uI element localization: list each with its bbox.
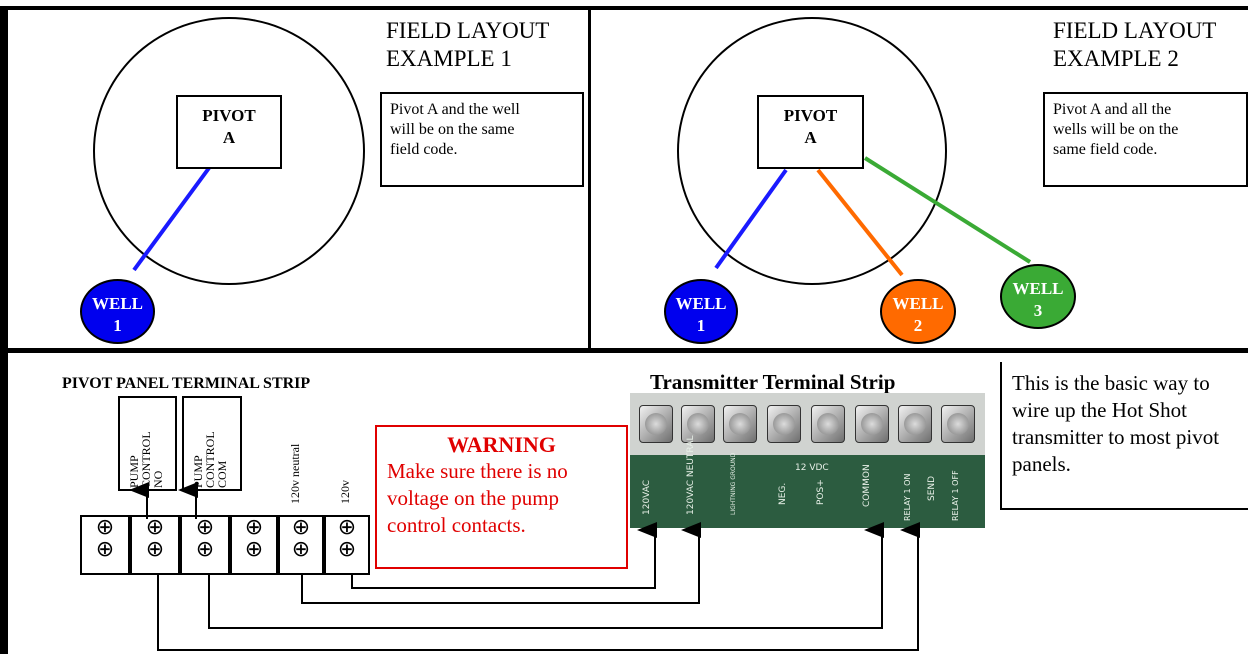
pivot-terminal-3: ⊕⊕ bbox=[180, 515, 230, 575]
outer-border-left bbox=[0, 6, 8, 654]
warning-text: Make sure there is no voltage on the pum… bbox=[387, 459, 568, 537]
wire-pump-no bbox=[157, 522, 920, 651]
terminal-screw-icon: ⊕ bbox=[244, 515, 264, 540]
well-3-line bbox=[863, 156, 1032, 264]
screw-icon bbox=[898, 405, 932, 443]
field-layout-1-note: Pivot A and the well will be on the same… bbox=[380, 92, 584, 187]
well-2-circle: WELL 2 bbox=[880, 279, 956, 344]
field-circle-2 bbox=[677, 17, 947, 285]
wire-120v-hot bbox=[351, 522, 657, 589]
transmitter-title: Transmitter Terminal Strip bbox=[650, 370, 896, 394]
pivot-panel-title: PIVOT PANEL TERMINAL STRIP bbox=[62, 375, 311, 392]
terminal-screw-icon: ⊕ bbox=[337, 537, 357, 562]
pivot-terminal-4: ⊕⊕ bbox=[230, 515, 278, 575]
field-circle-1 bbox=[93, 17, 365, 285]
pump-control-no-box bbox=[118, 396, 177, 491]
well-1-circle: WELL 1 bbox=[80, 279, 155, 344]
screw-icon bbox=[767, 405, 801, 443]
pivot-terminal-1: ⊕⊕ bbox=[80, 515, 130, 575]
well-1-line bbox=[132, 166, 211, 272]
screw-icon bbox=[681, 405, 715, 443]
pivot-a-box-2: PIVOT A bbox=[757, 95, 864, 169]
well-1-circle-2: WELL 1 bbox=[664, 279, 738, 344]
field-layout-1-title: FIELD LAYOUT EXAMPLE 1 bbox=[386, 18, 550, 71]
screw-icon bbox=[639, 405, 673, 443]
terminal-screw-icon: ⊕ bbox=[145, 537, 165, 562]
terminal-screw-icon: ⊕ bbox=[291, 537, 311, 562]
screw-icon bbox=[723, 405, 757, 443]
terminal-screw-icon: ⊕ bbox=[95, 537, 115, 562]
well-1-line-2 bbox=[714, 168, 788, 270]
screw-icon bbox=[811, 405, 845, 443]
transmitter-terminal-photo: 120VAC 120VAC NEUTRAL LIGHTNING GROUND N… bbox=[630, 393, 985, 528]
vertical-divider bbox=[588, 6, 591, 350]
terminal-screw-icon: ⊕ bbox=[145, 515, 165, 540]
wire-120v-neutral bbox=[301, 522, 701, 604]
screw-icon bbox=[941, 405, 975, 443]
pivot-terminal-6: ⊕⊕ bbox=[324, 515, 370, 575]
pivot-a-box-1: PIVOT A bbox=[176, 95, 282, 169]
basic-wiring-note: This is the basic way to wire up the Hot… bbox=[1000, 362, 1248, 510]
field-layout-2-note: Pivot A and all the wells will be on the… bbox=[1043, 92, 1248, 187]
warning-box: WARNING Make sure there is no voltage on… bbox=[375, 425, 628, 569]
pump-control-com-box bbox=[182, 396, 242, 491]
pivot-terminal-2: ⊕⊕ bbox=[130, 515, 180, 575]
pivot-terminal-5: ⊕⊕ bbox=[278, 515, 324, 575]
terminal-screw-icon: ⊕ bbox=[195, 537, 215, 562]
well-3-circle: WELL 3 bbox=[1000, 264, 1076, 329]
wire-pump-com bbox=[208, 522, 884, 629]
terminal-screw-icon: ⊕ bbox=[95, 515, 115, 540]
tx-label-12vdc: 12 VDC bbox=[795, 463, 829, 473]
terminal-screw-icon: ⊕ bbox=[244, 537, 264, 562]
top-border bbox=[0, 6, 1248, 10]
well-2-line bbox=[816, 168, 904, 277]
terminal-screw-icon: ⊕ bbox=[337, 515, 357, 540]
warning-title: WARNING bbox=[447, 432, 556, 457]
middle-divider bbox=[0, 348, 1248, 353]
terminal-screw-icon: ⊕ bbox=[291, 515, 311, 540]
field-layout-2-title: FIELD LAYOUT EXAMPLE 2 bbox=[1053, 18, 1217, 71]
screw-icon bbox=[855, 405, 889, 443]
terminal-screw-icon: ⊕ bbox=[195, 515, 215, 540]
